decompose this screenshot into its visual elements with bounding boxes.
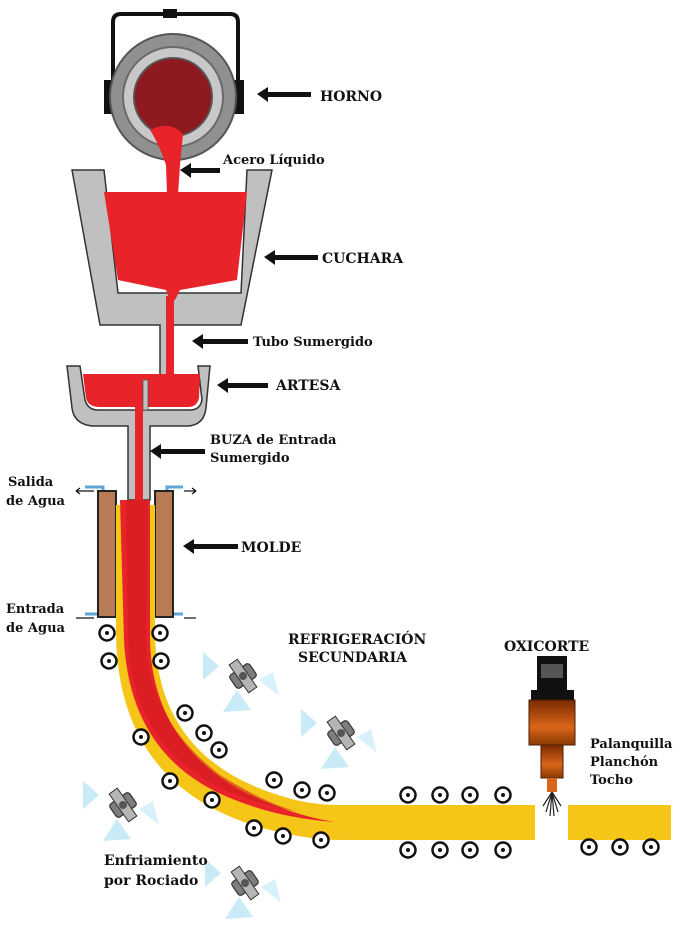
furnace [104,9,244,195]
label-entrada-line2: de Agua [6,621,66,636]
label-salida-line1: Salida [8,475,54,490]
arrow-horno [257,87,311,102]
pointer-arrows [150,87,318,554]
oxy-cutting-torch [528,656,576,817]
label-horno: HORNO [320,89,382,105]
arrow-cuchara [264,250,318,265]
label-oxicorte: OXICORTE [504,639,589,655]
tundish [66,365,211,501]
label-artesa: ARTESA [275,378,341,394]
arrow-tubo [192,334,248,349]
label-enfriamiento-line2: por Rociado [104,873,198,889]
label-buza-line1: BUZA de Entrada [210,433,337,448]
label-molde: MOLDE [241,540,301,556]
label-palanquilla: Palanquilla [590,737,673,752]
arrow-artesa [217,378,268,393]
arrow-molde [183,539,238,554]
label-enfriamiento-line1: Enfriamiento [104,853,208,869]
ladle [71,169,273,376]
label-cuchara: CUCHARA [322,251,404,267]
label-refrigeracion-line2: SECUNDARIA [298,650,408,666]
label-tubo-sumergido: Tubo Sumergido [253,335,373,350]
label-acero-liquido: Acero Líquido [222,153,325,168]
label-entrada-line1: Entrada [6,602,65,617]
label-salida-line2: de Agua [6,494,66,509]
label-planchon: Planchón [590,755,659,770]
label-refrigeracion-line1: REFRIGERACIÓN [288,630,426,648]
labels: HORNO Acero Líquido CUCHARA Tubo Sumergi… [6,89,673,889]
label-buza-line2: Sumergido [210,451,290,466]
label-tocho: Tocho [590,773,633,788]
arrow-buza [150,444,205,459]
steel-strand [116,500,671,840]
arrow-acero [180,163,220,178]
